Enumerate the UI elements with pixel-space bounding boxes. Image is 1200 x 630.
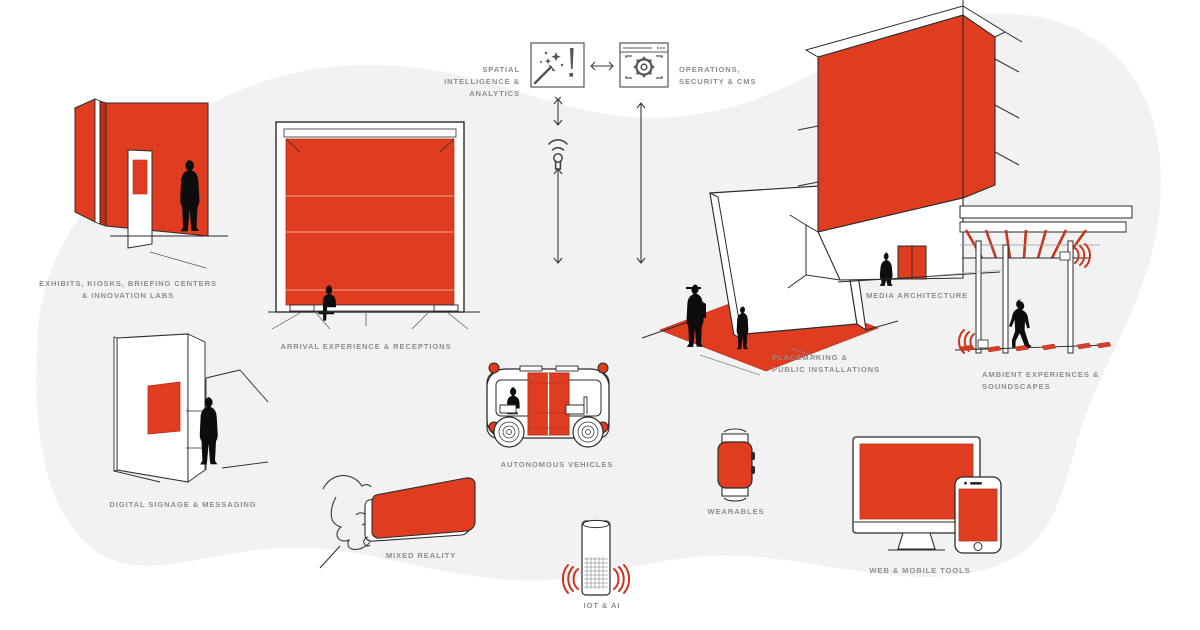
label-web-mobile-tools: WEB & MOBILE TOOLS <box>869 566 971 575</box>
label-autonomous-vehicles: AUTONOMOUS VEHICLES <box>500 460 614 469</box>
illustration-exhibits-kiosks <box>74 98 228 269</box>
label-exhibits-kiosks: EXHIBITS, KIOSKS, BRIEFING CENTERS & INN… <box>39 279 217 300</box>
label-ambient-experiences: AMBIENT EXPERIENCES & SOUNDSCAPES <box>982 370 1100 391</box>
icon-operations-security-cms[interactable] <box>619 42 669 88</box>
illustration-iot-ai <box>561 519 631 596</box>
icon-spatial-intelligence[interactable] <box>530 42 585 88</box>
icon-exchange-arrow <box>590 61 614 71</box>
label-media-architecture: MEDIA ARCHITECTURE <box>865 291 969 300</box>
label-digital-signage: DIGITAL SIGNAGE & MESSAGING <box>109 500 257 509</box>
illustration-autonomous-vehicle <box>486 362 610 448</box>
label-operations-security-cms: OPERATIONS, SECURITY & CMS <box>679 65 757 86</box>
illustration-wearables <box>717 428 755 502</box>
label-spatial-intelligence: SPATIAL INTELLIGENCE & ANALYTICS <box>444 65 520 98</box>
icon-wifi-signal <box>548 139 568 170</box>
illustration-arrival-experience <box>268 121 480 330</box>
illustration-digital-signage <box>113 333 269 483</box>
label-placemaking: PLACEMAKING & PUBLIC INSTALLATIONS <box>772 353 880 374</box>
sound-wave-icon <box>958 243 1091 354</box>
label-iot-ai: IOT & AI <box>583 601 621 610</box>
sound-wave-icon <box>561 564 631 594</box>
label-mixed-reality: MIXED REALITY <box>385 551 457 560</box>
connector-arrows <box>553 96 646 264</box>
illustration-ambient-experiences <box>939 240 1112 354</box>
illustration-media-architecture <box>787 0 1133 289</box>
illustration-web-mobile <box>852 436 1002 554</box>
illustration-mixed-reality <box>319 475 476 569</box>
label-arrival-experience: ARRIVAL EXPERIENCE & RECEPTIONS <box>280 342 452 351</box>
label-wearables: WEARABLES <box>707 507 765 516</box>
